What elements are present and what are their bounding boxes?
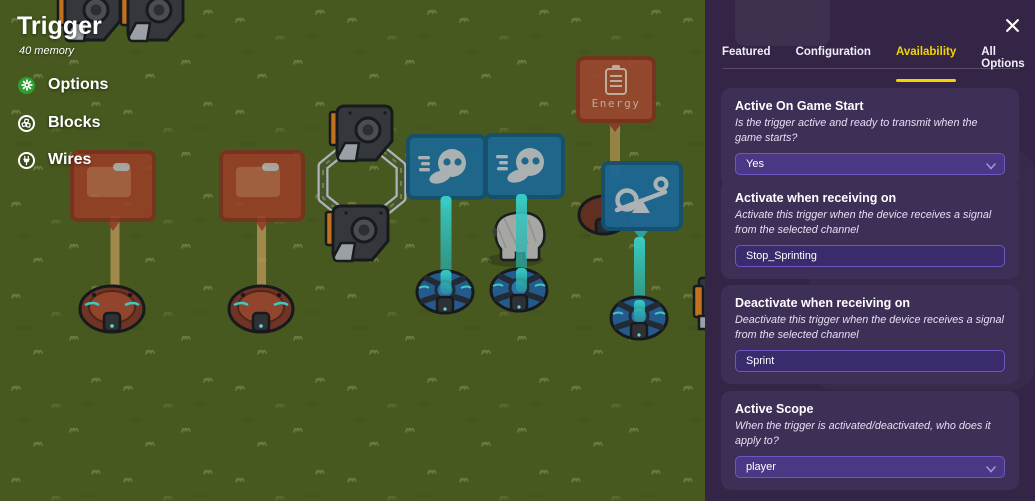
plug-icon	[18, 151, 35, 169]
setting-card-deactivate-channel: Deactivate when receiving on Deactivate …	[721, 285, 1019, 384]
deactivate-channel-input[interactable]	[735, 349, 1005, 372]
setting-title: Active Scope	[735, 402, 814, 416]
setting-card-activate-channel: Activate when receiving on Activate this…	[721, 180, 1019, 279]
setting-description: Activate this trigger when the device re…	[735, 209, 992, 236]
close-icon[interactable]	[1002, 15, 1022, 35]
balance-sign[interactable]	[601, 161, 683, 240]
blue-speed-sign-right[interactable]	[484, 133, 565, 207]
signal-beam	[440, 270, 452, 294]
memory-label: 40 memory	[19, 45, 75, 57]
tab-configuration[interactable]: Configuration	[795, 46, 871, 58]
red-sign-trigger-left[interactable]	[70, 150, 156, 334]
setting-card-active-scope: Active Scope When the trigger is activat…	[721, 391, 1019, 490]
sentry-device-partial[interactable]	[692, 276, 705, 331]
sidebar-item-blocks[interactable]: Blocks	[18, 114, 100, 132]
blocks-icon	[18, 114, 35, 132]
setting-title: Activate when receiving on	[735, 191, 897, 205]
active-scope-dropdown[interactable]: player	[735, 455, 1005, 478]
signal-beam	[634, 300, 645, 322]
activate-channel-input[interactable]	[735, 244, 1005, 267]
gear-icon	[18, 76, 35, 94]
setting-description: Deactivate this trigger when the device …	[735, 314, 1004, 341]
active-on-game-start-dropdown[interactable]: Yes	[735, 152, 1005, 175]
game-canvas[interactable]: Energy	[0, 0, 705, 501]
tab-featured[interactable]: Featured	[722, 46, 771, 58]
sidebar-item-options[interactable]: Options	[18, 76, 108, 94]
dropdown-value: Yes	[746, 157, 764, 170]
sentry-device[interactable]	[324, 204, 390, 263]
red-sign-trigger-right[interactable]	[219, 150, 305, 334]
tab-availability[interactable]: Availability	[895, 46, 957, 82]
signal-beam	[440, 194, 527, 293]
energy-sign-label: Energy	[592, 97, 641, 110]
setting-title: Active On Game Start	[735, 99, 864, 113]
device-settings-panel: Featured Configuration Availability All …	[705, 0, 1035, 501]
tabs-divider	[722, 68, 1019, 69]
signal-beam	[516, 268, 527, 292]
chevron-down-icon	[986, 464, 996, 476]
page-title: Trigger	[17, 12, 102, 40]
sidebar-item-label: Blocks	[48, 114, 101, 131]
sidebar-item-label: Options	[48, 76, 109, 93]
dropdown-value: player	[746, 460, 776, 473]
tab-all-options[interactable]: All Options	[981, 46, 1025, 70]
setting-card-active-on-game-start: Active On Game Start Is the trigger acti…	[721, 88, 1019, 187]
setting-title: Deactivate when receiving on	[735, 296, 911, 310]
energy-sign[interactable]: Energy	[576, 56, 656, 176]
setting-description: Is the trigger active and ready to trans…	[735, 117, 978, 144]
panel-watermark	[735, 0, 830, 46]
settings-tabs: Featured Configuration Availability All …	[722, 46, 1035, 82]
sentry-device[interactable]	[328, 104, 394, 163]
sidebar-item-label: Wires	[48, 151, 92, 168]
sidebar-item-wires[interactable]: Wires	[18, 151, 91, 169]
setting-description: When the trigger is activated/deactivate…	[735, 420, 991, 447]
chevron-down-icon	[986, 161, 996, 173]
